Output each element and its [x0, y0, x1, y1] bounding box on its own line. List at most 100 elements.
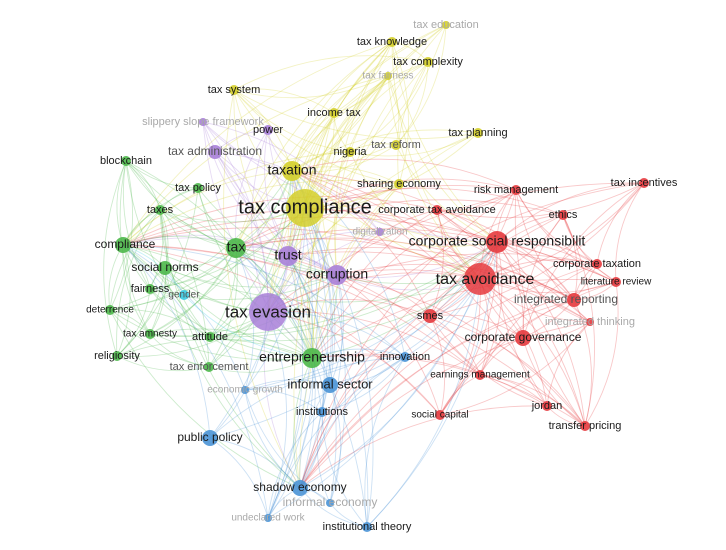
node-shadow-economy[interactable] — [292, 480, 308, 496]
node-public-policy[interactable] — [202, 430, 218, 446]
node-sharing-economy[interactable] — [394, 179, 404, 189]
node-religiosity[interactable] — [112, 351, 122, 361]
edge-transfer-pricing-tax-avoidance — [479, 278, 586, 427]
label-nigeria: nigeria — [333, 146, 367, 158]
node-compliance[interactable] — [115, 237, 131, 253]
edge-trust-tax-administration — [214, 151, 289, 257]
edge-literature-review-social-capital — [439, 281, 617, 416]
edge-tax-system-tax-avoidance — [233, 89, 481, 280]
node-corporate-tax-avoidance[interactable] — [432, 205, 442, 215]
node-undeclared-work[interactable] — [264, 514, 272, 522]
edge-deterrence-entrepreneurship — [109, 309, 313, 361]
node-blockchain[interactable] — [121, 156, 131, 166]
node-economic-growth[interactable] — [241, 386, 249, 394]
node-tax-evasion[interactable] — [249, 293, 287, 331]
node-earnings-management[interactable] — [475, 370, 485, 380]
edge-tax-system-shadow-economy — [223, 89, 301, 489]
node-integrated-thinking[interactable] — [586, 318, 594, 326]
node-tax-knowledge[interactable] — [387, 37, 397, 47]
node-innovation[interactable] — [400, 352, 410, 362]
label-innovation: innovation — [380, 351, 430, 363]
label-corporate-taxation: corporate taxation — [553, 258, 641, 270]
edge-informal-sector-innovation — [329, 356, 406, 386]
edge-social-capital-smes — [429, 315, 446, 416]
edge-deterrence-tax-compliance — [109, 207, 306, 311]
edge-power-tax-evasion — [251, 129, 269, 313]
node-tax-enforcement[interactable] — [204, 362, 214, 372]
node-social-norms[interactable] — [158, 261, 172, 275]
edge-institutional-theory-tax — [235, 247, 368, 528]
node-corporate-social-responsibility[interactable] — [486, 231, 508, 253]
node-jordan[interactable] — [542, 401, 552, 411]
edge-institutions-economic-growth — [244, 389, 323, 413]
edge-integrated-reporting-ethics — [562, 214, 578, 301]
node-tax-reform[interactable] — [391, 140, 401, 150]
node-tax-amnesty[interactable] — [145, 329, 155, 339]
node-smes[interactable] — [423, 309, 437, 323]
edge-taxes-shadow-economy — [159, 209, 301, 489]
edge-corporate-governance-smes — [429, 314, 524, 339]
node-attitude[interactable] — [205, 332, 215, 342]
node-gender[interactable] — [179, 290, 189, 300]
node-tax-policy[interactable] — [193, 183, 203, 193]
edge-deterrence-tax — [109, 247, 237, 311]
edge-taxation-compliance — [122, 170, 293, 246]
node-institutions[interactable] — [317, 407, 327, 417]
node-tax-complexity[interactable] — [423, 57, 433, 67]
node-tax-administration[interactable] — [208, 145, 222, 159]
node-informal-sector[interactable] — [322, 377, 338, 393]
edge-blockchain-compliance — [116, 160, 127, 246]
node-tax-compliance[interactable] — [286, 189, 324, 227]
label-tax-incentives: tax incentives — [611, 177, 678, 189]
node-transfer-pricing[interactable] — [580, 421, 590, 431]
node-informal-economy[interactable] — [326, 499, 334, 507]
node-tax-avoidance[interactable] — [464, 263, 496, 295]
node-income-tax[interactable] — [329, 108, 339, 118]
node-literature-review[interactable] — [611, 277, 621, 287]
node-risk-management[interactable] — [511, 185, 521, 195]
edge-innovation-undeclared-work — [267, 356, 406, 519]
edge-informal-sector-corruption — [329, 274, 345, 386]
node-ethics[interactable] — [558, 210, 568, 220]
edge-tax-knowledge-corruption — [334, 41, 393, 276]
node-corporate-governance[interactable] — [515, 330, 531, 346]
node-corporate-taxation[interactable] — [592, 259, 602, 269]
node-taxes[interactable] — [155, 205, 165, 215]
node-tax-planning[interactable] — [473, 128, 483, 138]
edge-earnings-management-corporate-social-responsibility — [479, 241, 503, 376]
node-tax-incentives[interactable] — [639, 178, 649, 188]
edge-compliance-attitude — [122, 244, 211, 338]
node-entrepreneurship[interactable] — [302, 348, 322, 368]
edge-slippery-slope-framework-trust — [202, 121, 289, 257]
node-tax-fairness[interactable] — [384, 72, 392, 80]
node-fairness[interactable] — [145, 284, 155, 294]
node-trust[interactable] — [278, 246, 298, 266]
node-slippery-slope-framework[interactable] — [199, 118, 207, 126]
node-tax-system[interactable] — [229, 85, 239, 95]
edge-taxes-blockchain — [125, 160, 161, 211]
node-nigeria[interactable] — [345, 147, 355, 157]
label-tax-amnesty: tax amnesty — [123, 329, 177, 340]
edge-literature-review-entrepreneurship — [311, 278, 617, 359]
edge-deterrence-taxation — [109, 170, 293, 311]
node-corruption[interactable] — [327, 265, 347, 285]
node-social-capital[interactable] — [435, 410, 445, 420]
label-tax: tax — [227, 239, 246, 255]
edge-income-tax-tax-system — [233, 88, 335, 114]
node-tax-education[interactable] — [442, 21, 450, 29]
node-taxation[interactable] — [282, 161, 302, 181]
label-compliance: compliance — [95, 237, 156, 251]
node-integrated-reporting[interactable] — [567, 293, 581, 307]
label-deterrence: deterrence — [86, 305, 134, 316]
node-tax[interactable] — [226, 238, 246, 258]
edge-transfer-pricing-corporate-tax-avoidance — [436, 209, 586, 427]
node-institutional-theory[interactable] — [362, 522, 372, 532]
edge-taxation-tax-reform — [291, 144, 397, 173]
edge-shadow-economy-public-policy — [209, 437, 301, 489]
node-power[interactable] — [263, 125, 273, 135]
node-digitalization[interactable] — [376, 228, 384, 236]
edge-undeclared-work-compliance — [122, 244, 269, 519]
edge-risk-management-taxation — [291, 158, 517, 191]
node-deterrence[interactable] — [105, 305, 115, 315]
